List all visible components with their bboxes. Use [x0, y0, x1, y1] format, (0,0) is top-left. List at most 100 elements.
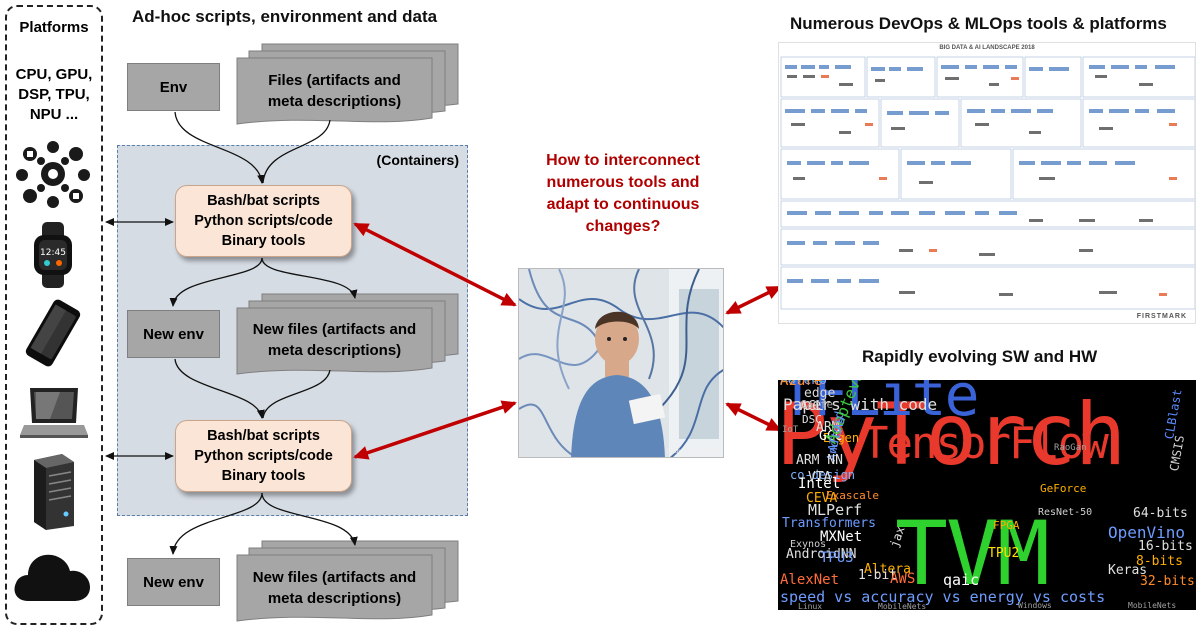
word-cloud-term: AlexNet — [780, 572, 840, 588]
confused-engineer-photo: Elnur / Adobe Stock — [518, 268, 724, 458]
word-cloud-term: VTA — [808, 470, 832, 485]
scripts-line: Bash/bat scripts — [207, 193, 320, 209]
env-box: Env — [127, 63, 220, 111]
word-cloud-term: PyTorch — [778, 385, 1126, 485]
word-cloud-term: Exascale — [826, 489, 879, 502]
new-files-label-2: New files (artifacts and meta descriptio… — [237, 567, 432, 609]
landscape-title: BIG DATA & AI LANDSCAPE 2018 — [939, 45, 1035, 51]
new-env-box-1: New env — [127, 310, 220, 358]
word-cloud-term: MLPerf — [808, 501, 863, 519]
word-cloud-term: Transformers — [782, 516, 876, 531]
word-cloud-term: TVM — [895, 502, 1050, 605]
word-cloud-term: Keras — [1108, 563, 1148, 578]
question-line: changes? — [585, 218, 661, 235]
word-cloud-term: RaoGan — [1054, 443, 1087, 453]
scripts-box-2: Bash/bat scripts Python scripts/code Bin… — [175, 420, 352, 492]
word-cloud-term: Windows — [1018, 601, 1052, 610]
word-cloud-term: 1-bit — [858, 568, 898, 583]
new-env-label: New env — [143, 573, 204, 591]
files-label: Files (artifacts and meta descriptions) — [237, 70, 432, 112]
cloud-icon — [14, 554, 90, 601]
platforms-panel: Platforms CPU, GPU, DSP, TPU, NPU ... — [5, 5, 103, 625]
containers-label: (Containers) — [376, 152, 459, 168]
word-cloud-term: ResNet-50 — [1038, 507, 1093, 518]
question-line: numerous tools and — [546, 174, 700, 191]
word-cloud-term: CEVA — [806, 491, 838, 506]
word-cloud-term: speed vs accuracy vs energy vs costs — [780, 588, 1106, 606]
devops-heading: Numerous DevOps & MLOps tools & platform… — [790, 14, 1167, 33]
word-cloud-term: MXNet — [820, 529, 863, 545]
word-cloud-term: Eigen — [823, 431, 860, 445]
word-cloud-term: Linux — [798, 602, 823, 611]
scripts-box-1: Bash/bat scripts Python scripts/code Bin… — [175, 185, 352, 257]
word-cloud-term: AWS — [890, 571, 916, 587]
svg-text:12:45: 12:45 — [40, 248, 66, 258]
word-cloud-term: Altera — [864, 562, 911, 577]
word-cloud-term: Caffe2 — [782, 380, 825, 384]
scripts-line: Binary tools — [221, 468, 306, 484]
scripts-line: Bash/bat scripts — [207, 428, 320, 444]
central-question: How to interconnect numerous tools and a… — [520, 150, 726, 238]
big-data-ai-landscape: BIG DATA & AI LANDSCAPE 2018 — [778, 42, 1196, 324]
scripts-line: Binary tools — [221, 233, 306, 249]
word-cloud-term: TensorFlow — [862, 418, 1109, 469]
word-cloud-term: ARM — [816, 420, 840, 435]
word-cloud-term: edge — [804, 386, 836, 401]
word-cloud-term: MobileNets — [1128, 601, 1177, 610]
word-cloud-term: TPU2 — [988, 546, 1020, 561]
smartwatch-icon: 12:45 — [34, 222, 72, 288]
word-cloud-term: ACL — [800, 399, 824, 414]
landscape-logo-grid — [780, 56, 1195, 310]
photo-credit: Elnur / Adobe Stock — [666, 449, 719, 455]
question-line: How to interconnect — [546, 152, 700, 169]
new-files-line: New files (artifacts and — [252, 321, 417, 338]
word-cloud-term: CMSIS — [1167, 434, 1188, 473]
files-label-line: Files (artifacts and — [268, 72, 401, 89]
word-cloud-term: ARM NN — [796, 453, 843, 468]
word-cloud-term: FastAI — [780, 380, 820, 381]
word-cloud-term: Intel — [798, 476, 841, 492]
env-label: Env — [159, 78, 188, 96]
laptop-icon — [20, 388, 88, 438]
scripts-line: Python scripts/code — [194, 213, 333, 229]
platforms-title: Platforms — [19, 19, 89, 36]
platforms-list: CPU, GPU, DSP, TPU, NPU ... — [7, 65, 101, 125]
server-icon — [34, 454, 74, 530]
word-cloud-term: 16-bits — [1138, 539, 1193, 554]
smartphone-icon — [25, 299, 81, 367]
word-cloud-term: 32-bits — [1140, 574, 1195, 589]
question-line: adapt to continuous — [546, 196, 700, 213]
scripts-line: Python scripts/code — [194, 448, 333, 464]
platforms-list-line: CPU, GPU, — [15, 66, 93, 83]
new-files-label-1: New files (artifacts and meta descriptio… — [237, 319, 432, 361]
platforms-list-line: NPU ... — [29, 106, 79, 123]
word-cloud-term: 8-bits — [1136, 554, 1183, 569]
landscape-brand: FIRSTMARK — [1136, 313, 1187, 320]
word-cloud-term: TPU3 — [820, 550, 854, 566]
new-files-line: meta descriptions) — [267, 342, 402, 359]
word-cloud-term: FPGA — [993, 519, 1020, 532]
engineer-with-cables-illustration — [519, 269, 723, 457]
word-cloud-term: GeForce — [1040, 482, 1087, 495]
word-cloud-term: Azure — [780, 380, 823, 389]
word-cloud-term: IoT — [782, 425, 799, 435]
files-stack-shapes — [236, 43, 459, 125]
new-files-stack-shapes-2 — [236, 540, 459, 622]
word-cloud-term: MobileNets — [878, 602, 927, 611]
word-cloud-term: AndroidNN — [786, 547, 857, 562]
word-cloud-term: DSC — [802, 413, 822, 426]
word-cloud-term: Caffe — [800, 398, 834, 411]
word-cloud-term: OpenVino — [1108, 523, 1186, 542]
word-cloud-term: Papers with code — [783, 395, 938, 414]
adhoc-heading: Ad-hoc scripts, environment and data — [132, 7, 438, 26]
word-cloud-term: co-design — [790, 468, 856, 482]
word-cloud-term: Exynos — [790, 539, 827, 550]
files-label-line: meta descriptions) — [267, 93, 402, 110]
new-files-stack-shapes-1 — [236, 293, 459, 375]
platforms-list-line: DSP, TPU, — [18, 86, 90, 103]
word-cloud-term: TFLite — [780, 380, 980, 429]
new-files-line: New files (artifacts and — [252, 569, 417, 586]
word-cloud-term: GCC — [819, 429, 843, 444]
word-cloud-term: CLBlast — [1162, 388, 1185, 441]
